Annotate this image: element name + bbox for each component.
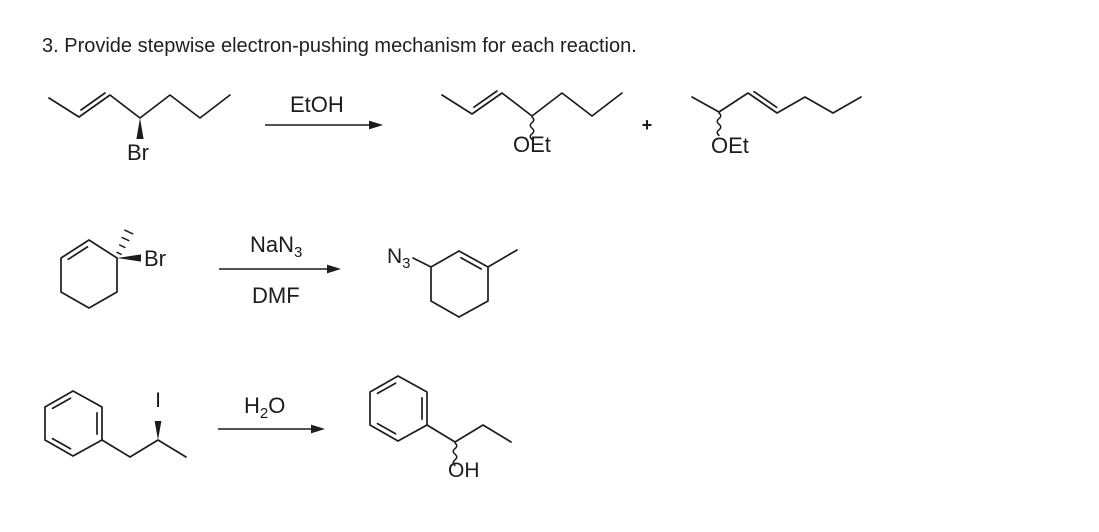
reaction-3: I H2O OH <box>44 375 512 482</box>
reaction-3-substrate-structure: I <box>44 389 187 458</box>
cyclohexene-ring <box>60 239 118 309</box>
ethoxy-label: OEt <box>711 133 749 158</box>
methyl-bond <box>487 249 518 268</box>
squiggle-bond <box>452 442 458 467</box>
azide-label: N3 <box>387 245 411 272</box>
wedge-bond <box>136 118 144 139</box>
reaction-2-substrate-structure: Br <box>60 229 166 309</box>
reaction-arrow-head <box>369 120 383 130</box>
iodine-label: I <box>155 389 161 412</box>
squiggle-bond <box>716 112 722 137</box>
aromatic-inner-lines <box>376 382 423 435</box>
double-bond-inner-line <box>460 256 483 270</box>
reaction-arrow-head <box>311 424 325 434</box>
double-bond-inner-line <box>67 246 89 261</box>
reaction-1-substrate-structure: Br <box>48 92 231 165</box>
benzene-ring <box>369 375 428 442</box>
reaction-1-product-2-structure: OEt <box>691 90 862 158</box>
carbon-chain-bond <box>691 92 862 114</box>
reaction-3-product-structure: OH <box>369 375 512 482</box>
carbon-chain-bond <box>101 439 187 458</box>
cyclohexene-ring <box>430 250 489 318</box>
aromatic-inner-lines <box>51 397 98 450</box>
reaction-2: Br NaN3 DMF N3 <box>60 229 518 318</box>
solvent-dmf-label: DMF <box>252 283 300 308</box>
wedge-bond <box>154 421 162 440</box>
double-bond-inner-line <box>753 90 778 109</box>
azide-ring-bond <box>412 257 432 268</box>
benzene-ring <box>44 390 103 457</box>
hashed-wedge-methyl-bond <box>116 229 134 256</box>
bromine-label: Br <box>144 246 166 271</box>
reaction-1: Br EtOH OEt + OEt <box>48 90 862 165</box>
squiggle-bond <box>529 116 535 141</box>
carbon-chain-bond <box>48 94 231 119</box>
carbon-chain-bond <box>426 424 512 443</box>
carbon-chain-bond <box>441 92 623 117</box>
ethoxy-label: OEt <box>513 132 551 157</box>
reagent-h2o-label: H2O <box>244 393 285 422</box>
reaction-arrow-head <box>327 264 341 274</box>
reaction-1-arrow: EtOH <box>265 92 383 130</box>
reaction-1-product-1-structure: OEt <box>441 90 623 157</box>
plus-sign: + <box>642 115 653 135</box>
reagent-nan3-label: NaN3 <box>250 232 302 261</box>
reagent-etoh-label: EtOH <box>290 92 344 117</box>
bromine-label: Br <box>127 140 149 165</box>
wedge-bond <box>117 254 141 262</box>
reaction-2-arrow: NaN3 DMF <box>219 232 341 308</box>
double-bond-inner-line <box>80 92 106 111</box>
double-bond-inner-line <box>473 90 498 109</box>
reaction-3-arrow: H2O <box>218 393 325 434</box>
hydroxyl-label: OH <box>448 459 480 482</box>
reaction-2-product-structure: N3 <box>387 245 518 318</box>
question-title: 3. Provide stepwise electron-pushing mec… <box>42 35 637 57</box>
